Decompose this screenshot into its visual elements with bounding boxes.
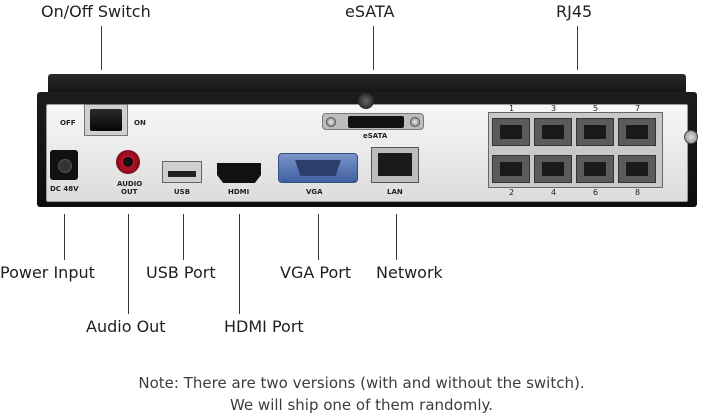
rj45-port [492,118,530,146]
callout-vga-port: VGA Port [280,263,352,282]
audio-label-line2: OUT [121,188,138,196]
hdmi-port [217,163,261,183]
rj45-port [618,155,656,183]
lan-port [371,147,419,183]
callout-rj45: RJ45 [556,2,593,21]
usb-port [162,161,202,183]
leader-usb-port [183,214,184,260]
hdmi-label: HDMI [228,188,250,196]
switch-off-label: OFF [60,119,76,127]
leader-rj45 [577,26,578,70]
rj45-port [534,118,572,146]
version-note: Note: There are two versions (with and w… [0,372,723,416]
on-off-switch [84,104,128,136]
callout-audio-out: Audio Out [86,317,166,336]
esata-port [348,116,404,128]
leader-vga-port [318,214,319,260]
callout-esata: eSATA [345,2,395,21]
audio-label-line1: AUDIO [117,180,143,188]
usb-label: USB [174,188,191,196]
rj45-port [534,155,572,183]
rj45-number: 8 [635,188,641,197]
rj45-port [492,155,530,183]
dc-label: DC 48V [50,185,79,193]
vga-label: VGA [306,188,323,196]
lan-label: LAN [387,188,403,196]
callout-network: Network [376,263,443,282]
rj45-number: 3 [551,104,557,113]
leader-hdmi-port [239,214,240,314]
rj45-port [576,155,614,183]
esata-knob [358,93,374,109]
dc-power-jack [50,150,78,180]
callout-power-input: Power Input [0,263,95,282]
callout-usb-port: USB Port [146,263,216,282]
side-screw [684,130,698,144]
rj45-number: 1 [509,104,515,113]
leader-power-input [64,214,65,260]
note-line-1: Note: There are two versions (with and w… [138,374,585,392]
rj45-number: 2 [509,188,515,197]
rj45-number: 7 [635,104,641,113]
vga-port [278,153,358,183]
rj45-number: 4 [551,188,557,197]
callout-hdmi-port: HDMI Port [224,317,304,336]
rj45-port [576,118,614,146]
esata-screw-left [326,117,336,127]
leader-audio-out [128,214,129,314]
chassis-top [48,74,686,96]
esata-label: eSATA [363,132,388,140]
leader-on-off-switch [101,26,102,70]
rj45-number: 5 [593,104,599,113]
audio-out-jack [116,150,140,174]
callout-on-off-switch: On/Off Switch [41,2,151,21]
leader-network [396,214,397,260]
switch-on-label: ON [134,119,146,127]
rj45-port [618,118,656,146]
switch-rocker [90,109,122,131]
esata-screw-right [410,117,420,127]
leader-esata [373,26,374,70]
note-line-2: We will ship one of them randomly. [229,396,494,414]
rj45-number: 6 [593,188,599,197]
